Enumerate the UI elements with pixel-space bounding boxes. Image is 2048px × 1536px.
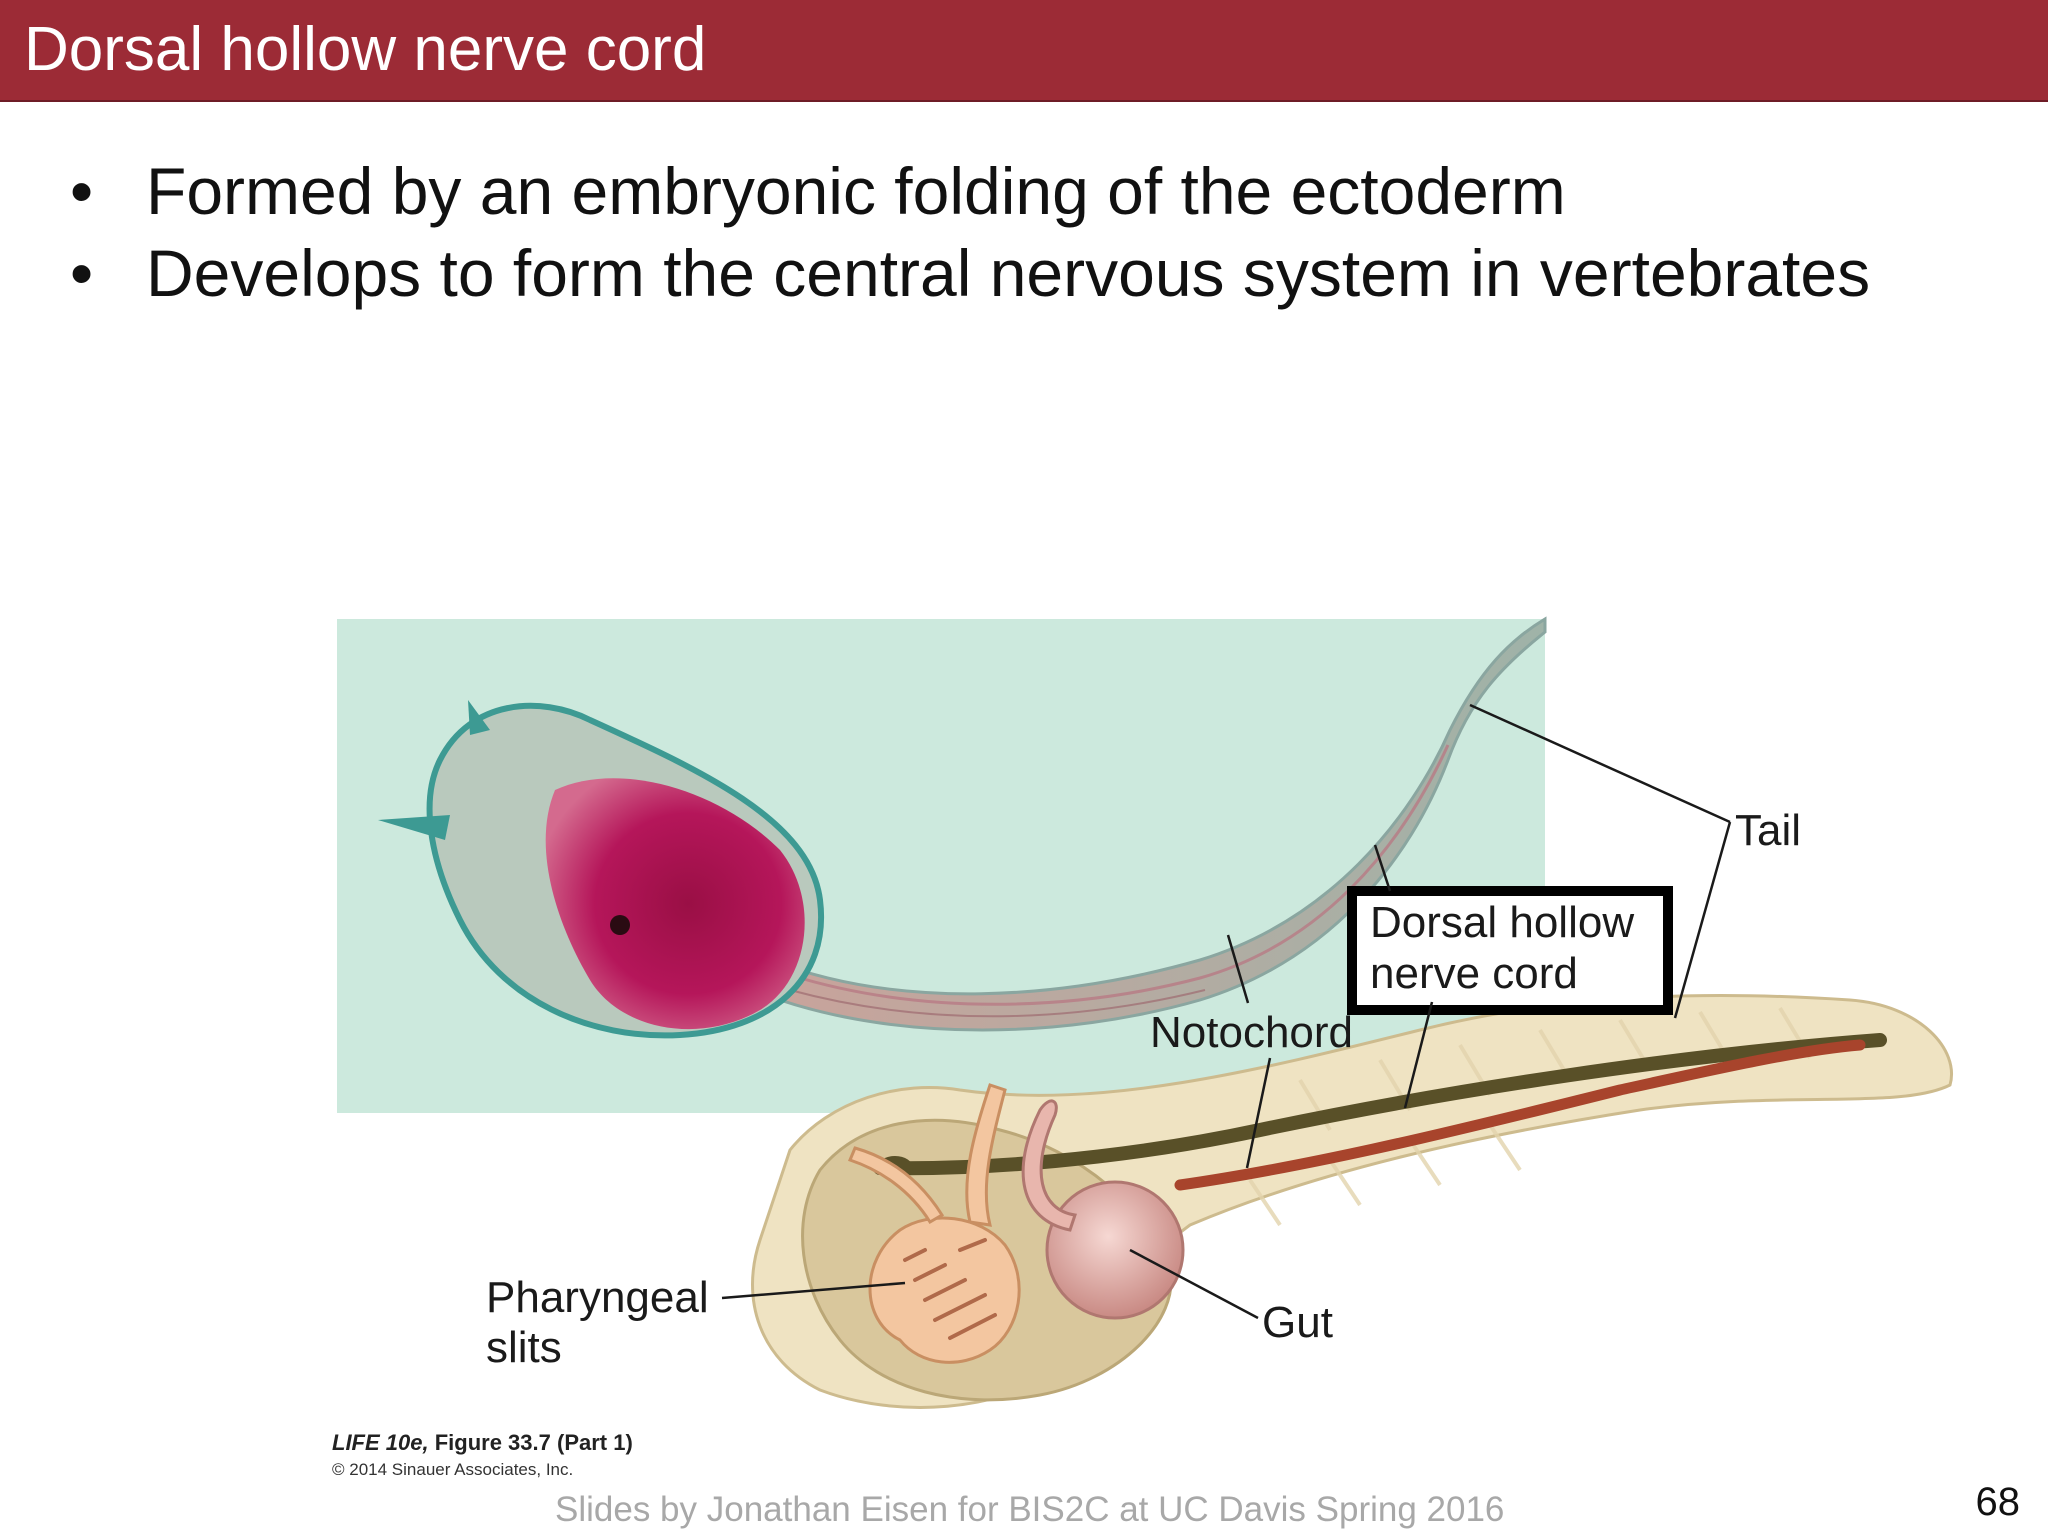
bullet-icon: • [70, 154, 94, 228]
caption-copyright: © 2014 Sinauer Associates, Inc. [332, 1460, 574, 1479]
label-notochord: Notochord [1150, 1008, 1353, 1057]
bullet-list: • Formed by an embryonic folding of the … [70, 150, 1870, 314]
label-nerve-cord-line2: nerve cord [1370, 949, 1578, 998]
larva-papilla [378, 815, 450, 840]
caption-figure: Figure 33.7 (Part 1) [434, 1430, 633, 1455]
larva-pigmented-body [545, 778, 805, 1030]
bullet-icon: • [70, 236, 94, 310]
label-nerve-cord-line1: Dorsal hollow [1370, 898, 1634, 947]
bullet-item: • Develops to form the central nervous s… [70, 232, 1870, 314]
leader-lines [721, 703, 1732, 1320]
diagram-notochord [1174, 1039, 1866, 1191]
page-number: 68 [1975, 1480, 2021, 1524]
label-tail: Tail [1735, 806, 1801, 855]
title-bar: Dorsal hollow nerve cord [0, 0, 2048, 102]
larva-diagram [751, 993, 1953, 1409]
bullet-item: • Formed by an embryonic folding of the … [70, 150, 1870, 232]
figure-caption: LIFE 10e, Figure 33.7 (Part 1) [332, 1430, 633, 1456]
diagram-gut [1045, 1180, 1185, 1320]
label-gut: Gut [1262, 1298, 1333, 1347]
label-pharyngeal-line2: slits [486, 1323, 562, 1372]
micrograph-photo [337, 616, 1547, 1113]
bullet-text: Develops to form the central nervous sys… [146, 236, 1871, 310]
highlight-box [1347, 886, 1673, 1015]
slide-title: Dorsal hollow nerve cord [24, 15, 707, 84]
caption-book: LIFE 10e, [332, 1430, 429, 1455]
pharyngeal-slit-marks [903, 1238, 997, 1340]
slide-footer: Slides by Jonathan Eisen for BIS2C at UC… [555, 1490, 1505, 1529]
label-pharyngeal-line1: Pharyngeal [486, 1273, 709, 1322]
larva-papilla [468, 700, 490, 735]
bullet-text: Formed by an embryonic folding of the ec… [146, 154, 1566, 228]
diagram-nerve-cord [873, 1033, 1887, 1176]
